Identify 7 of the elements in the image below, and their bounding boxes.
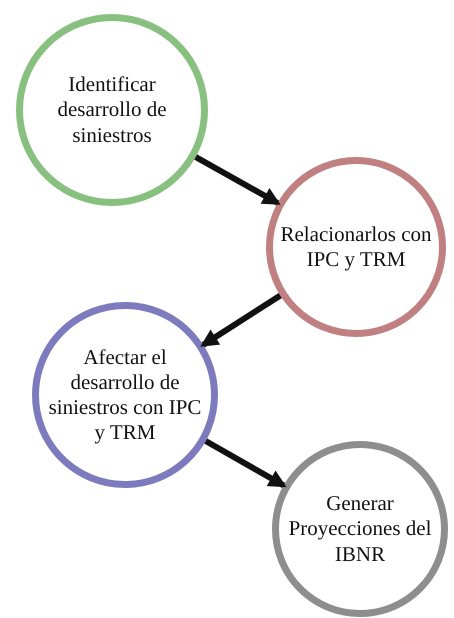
- step-text: Relacionarlos con IPC y TRM: [279, 222, 433, 272]
- arrow: [204, 438, 287, 488]
- step-text: Afectar el desarrollo de siniestros con IPC y TRM: [48, 344, 202, 446]
- arrow: [194, 154, 281, 206]
- step-text: Generar Proyecciones del IBNR: [288, 491, 432, 567]
- arrow: [200, 293, 282, 348]
- step-text: Identificar desarrollo de siniestros: [56, 72, 168, 148]
